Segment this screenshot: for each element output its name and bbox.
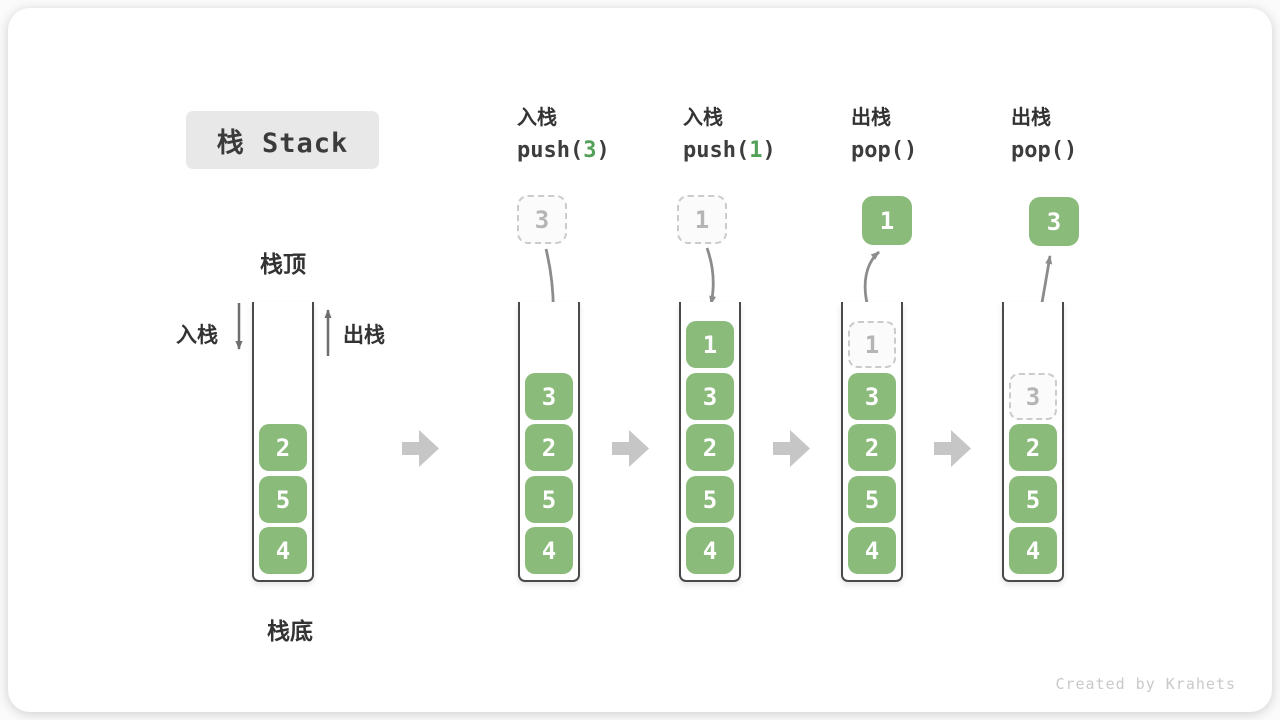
operation-code-label: pop() bbox=[851, 132, 917, 169]
code-pre: push( bbox=[517, 138, 584, 163]
code-post: ) bbox=[903, 138, 918, 163]
stack-block: 2 bbox=[259, 424, 307, 471]
operation-code-label: push(1) bbox=[683, 132, 776, 169]
stack-block: 3 bbox=[686, 373, 734, 420]
stack-block: 4 bbox=[1009, 527, 1057, 574]
push-arrow-label: 入栈 bbox=[176, 324, 218, 347]
stack-bottom-label: 栈底 bbox=[267, 618, 313, 644]
operation-code-label: pop() bbox=[1011, 132, 1077, 169]
stack-block: 5 bbox=[525, 476, 573, 523]
stack-block: 2 bbox=[848, 424, 896, 471]
operation-label-push1: 入栈 push(1) bbox=[683, 104, 776, 169]
stack-block: 5 bbox=[259, 476, 307, 523]
code-pre: pop( bbox=[1011, 138, 1064, 163]
stack-container-initial: 2 5 4 bbox=[252, 302, 314, 582]
stack-block: 5 bbox=[1009, 476, 1057, 523]
code-post: ) bbox=[1063, 138, 1078, 163]
code-post: ) bbox=[596, 138, 610, 163]
stack-ghost-block: 3 bbox=[1009, 373, 1057, 420]
stack-block: 4 bbox=[848, 527, 896, 574]
stack-block: 3 bbox=[848, 373, 896, 420]
stack-top-label: 栈顶 bbox=[260, 251, 306, 277]
stack-block: 3 bbox=[525, 373, 573, 420]
popped-value-box: 1 bbox=[862, 196, 912, 245]
stack-container-after-push3: 3 2 5 4 bbox=[518, 302, 580, 582]
stack-block: 2 bbox=[1009, 424, 1057, 471]
stack-container-after-push1: 1 3 2 5 4 bbox=[679, 302, 741, 582]
popped-value-box: 3 bbox=[1029, 197, 1079, 246]
stack-block: 5 bbox=[686, 476, 734, 523]
diagram-title: 栈 Stack bbox=[186, 111, 379, 169]
code-post: ) bbox=[762, 138, 776, 163]
stack-block: 2 bbox=[525, 424, 573, 471]
pop-arrow-label: 出栈 bbox=[343, 324, 385, 347]
operation-label-pop3: 出栈 pop() bbox=[1011, 104, 1077, 169]
stack-block: 5 bbox=[848, 476, 896, 523]
code-arg: 1 bbox=[749, 138, 763, 163]
operation-cn-label: 出栈 bbox=[1011, 107, 1051, 129]
stack-block: 4 bbox=[686, 527, 734, 574]
operation-cn-label: 入栈 bbox=[683, 107, 723, 129]
stack-ghost-block: 1 bbox=[848, 321, 896, 368]
code-arg: 3 bbox=[583, 138, 597, 163]
operation-cn-label: 入栈 bbox=[517, 107, 557, 129]
stack-block: 4 bbox=[525, 527, 573, 574]
watermark: Created by Krahets bbox=[1055, 675, 1236, 693]
operation-label-push3: 入栈 push(3) bbox=[517, 104, 610, 169]
incoming-value-box: 3 bbox=[517, 195, 567, 244]
incoming-value-box: 1 bbox=[677, 195, 727, 244]
diagram-title-text: 栈 Stack bbox=[216, 127, 349, 159]
code-pre: pop( bbox=[851, 138, 904, 163]
operation-label-pop1: 出栈 pop() bbox=[851, 104, 917, 169]
stack-block: 4 bbox=[259, 527, 307, 574]
operation-code-label: push(3) bbox=[517, 132, 610, 169]
stack-block: 1 bbox=[686, 321, 734, 368]
code-pre: push( bbox=[683, 138, 750, 163]
stack-container-after-pop1: 1 3 2 5 4 bbox=[841, 302, 903, 582]
operation-cn-label: 出栈 bbox=[851, 107, 891, 129]
stack-container-after-pop3: 3 2 5 4 bbox=[1002, 302, 1064, 582]
stack-block: 2 bbox=[686, 424, 734, 471]
